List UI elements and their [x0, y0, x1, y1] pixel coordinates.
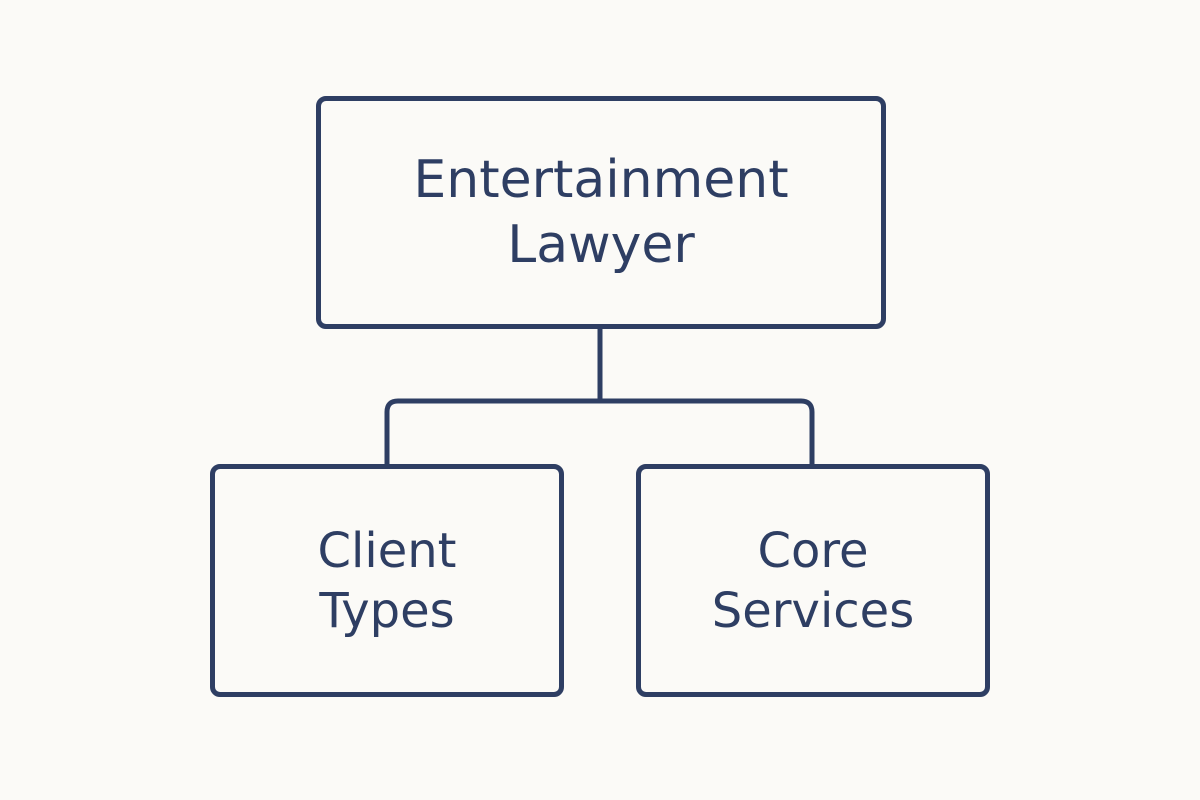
root-node-label-line2: Lawyer — [507, 214, 695, 275]
child-node-client-types-line1: Client — [317, 522, 457, 579]
child-node-client-types: Client Types — [210, 464, 564, 697]
child-node-client-types-line2: Types — [319, 582, 455, 639]
root-node-entertainment-lawyer: Entertainment Lawyer — [316, 96, 886, 329]
child-node-core-services: Core Services — [636, 464, 990, 697]
child-node-label: Core Services — [712, 521, 914, 641]
child-node-core-services-line2: Services — [711, 582, 915, 639]
child-node-core-services-line1: Core — [757, 522, 869, 579]
root-node-label-line1: Entertainment — [413, 149, 789, 210]
connector-branch — [384, 398, 815, 467]
root-node-label: Entertainment Lawyer — [413, 148, 788, 278]
child-node-label: Client Types — [318, 521, 457, 641]
